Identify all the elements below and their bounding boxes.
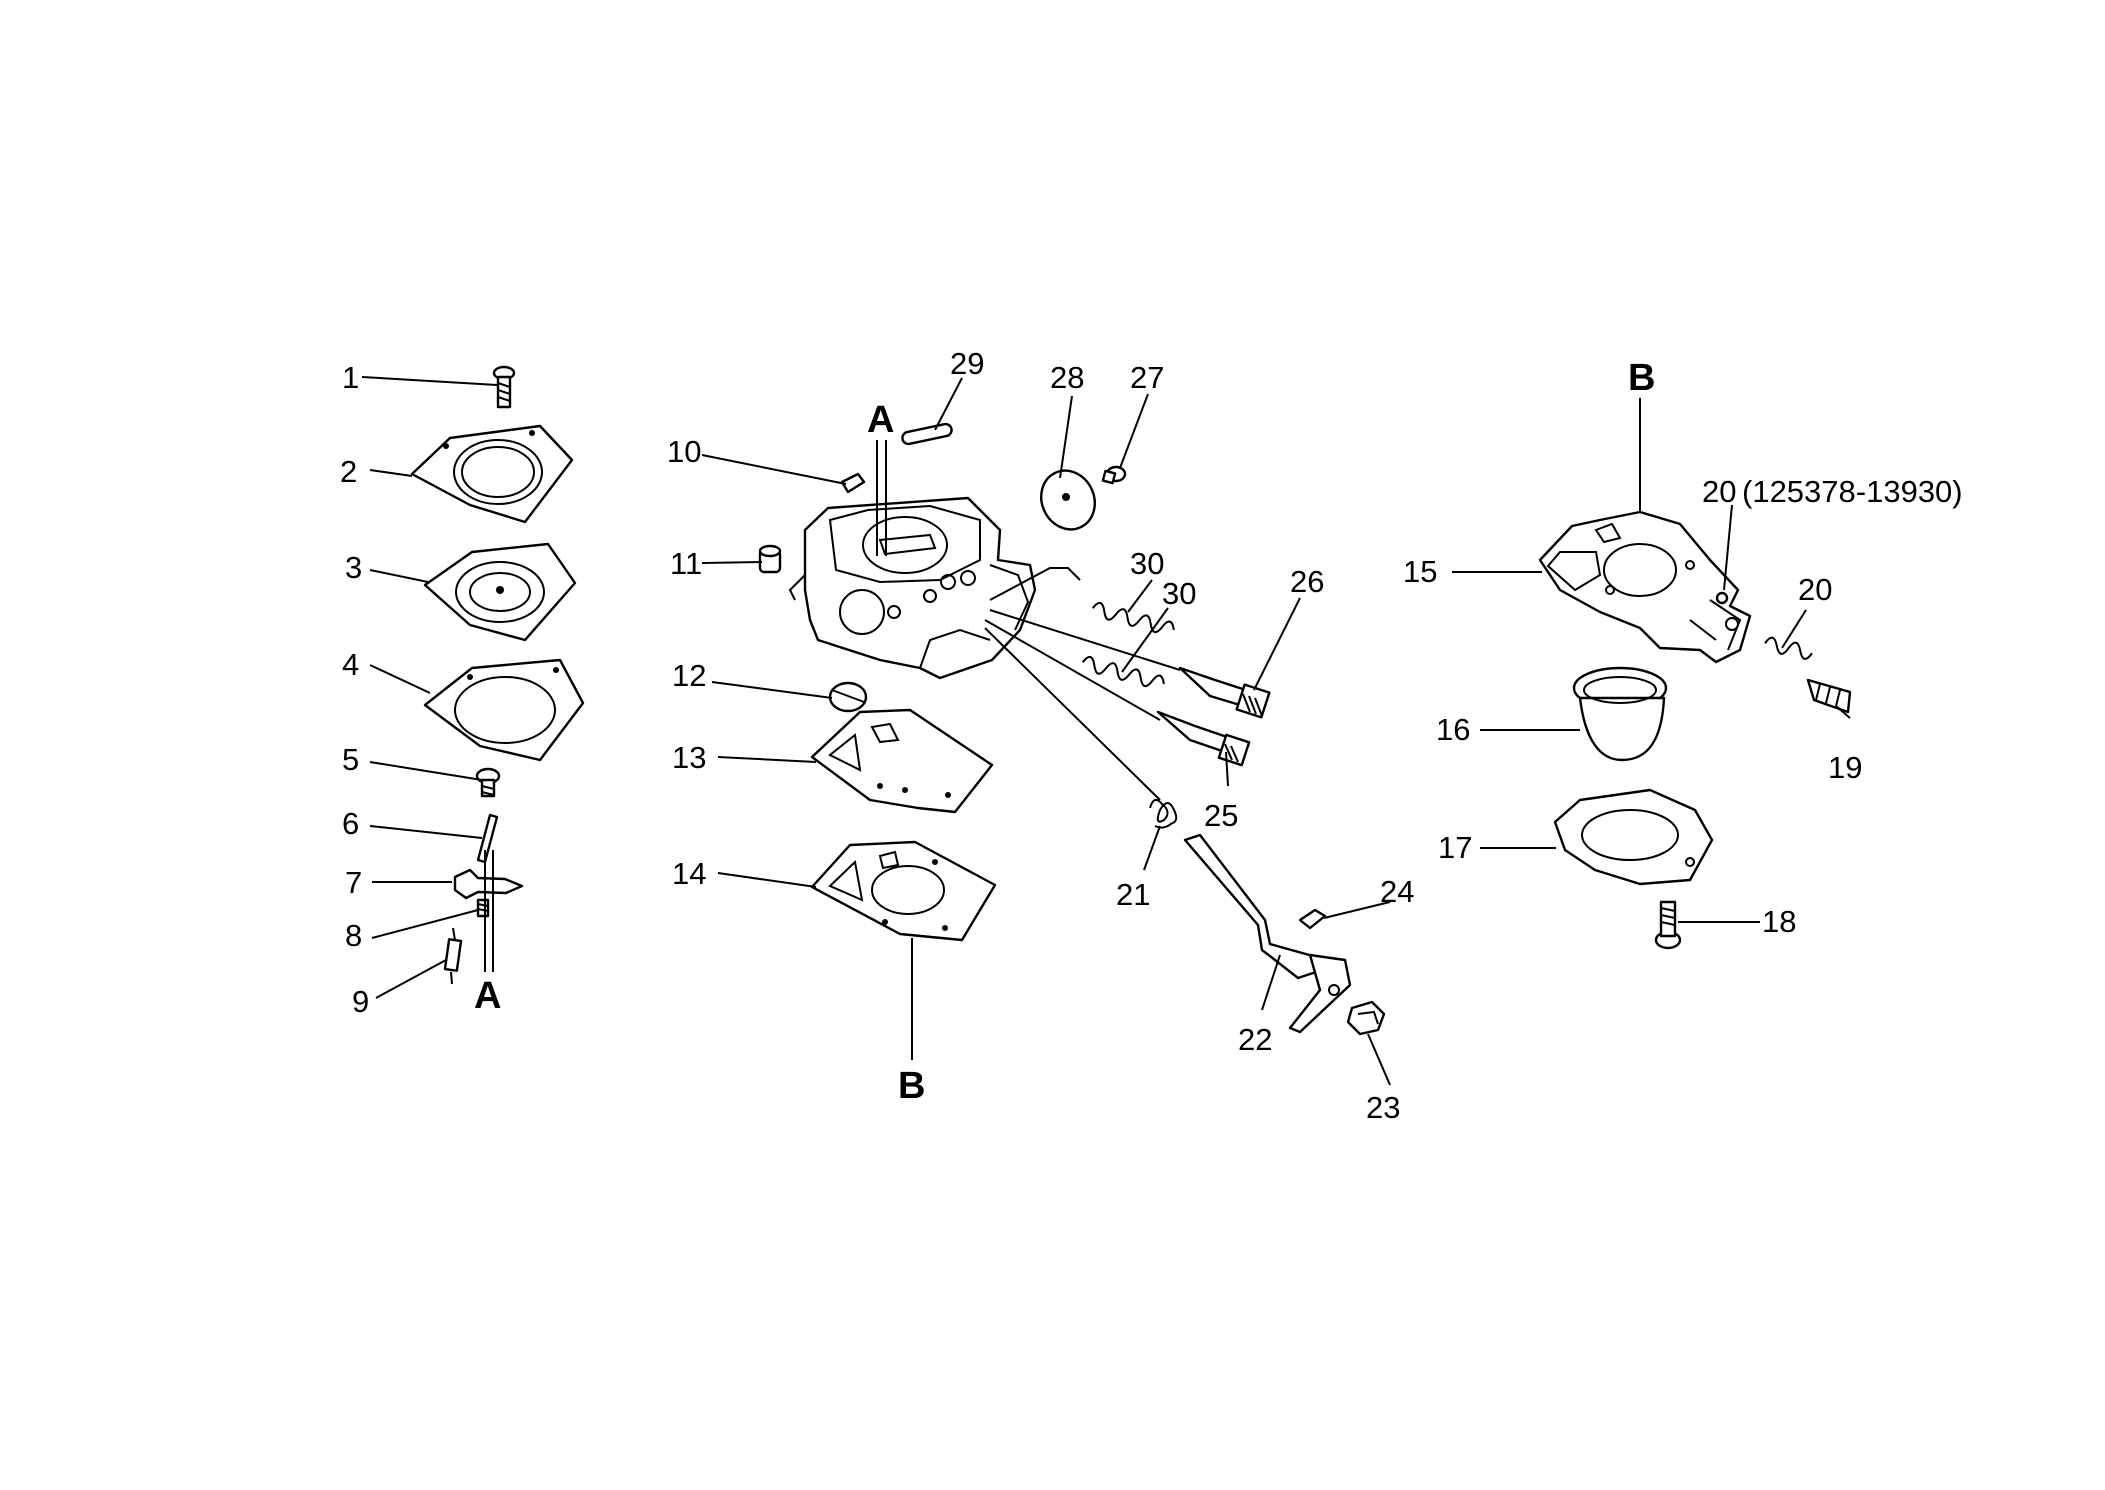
callout-1: 1	[342, 360, 359, 395]
axis-line-lower	[984, 619, 1161, 721]
callout-14: 14	[672, 856, 706, 891]
part-19-screw	[1806, 678, 1852, 714]
callout-15: 15	[1403, 554, 1437, 589]
part-30-spring-lower	[1081, 655, 1165, 688]
part-20-spring	[1764, 636, 1813, 660]
part-17-retainer	[1553, 788, 1714, 886]
callout-4: 4	[342, 647, 359, 682]
callout-7: 7	[345, 865, 362, 900]
callout-2: 2	[340, 454, 357, 489]
part-18-screw	[1654, 900, 1682, 950]
callout-24: 24	[1380, 874, 1414, 909]
callout-21: 21	[1116, 877, 1150, 912]
reference-b-gasket: B	[898, 1065, 925, 1107]
reference-line-a-left	[484, 850, 494, 972]
callout-27: 27	[1130, 360, 1164, 395]
callout-13: 13	[672, 740, 706, 775]
callout-labels: 1 2 3 4 5 6 7 8 9 10 11 12 13 14 15 16 1…	[340, 346, 1963, 1125]
reference-a-body: A	[867, 399, 894, 441]
callout-28: 28	[1050, 360, 1084, 395]
callout-11: 11	[670, 546, 702, 581]
callout-17: 17	[1438, 830, 1472, 865]
callout-22: 22	[1238, 1022, 1272, 1057]
part-25-needle	[1156, 710, 1251, 767]
reference-letters: A A B B	[474, 357, 1655, 1107]
part-7-metering-lever	[453, 868, 524, 900]
part-13-gasket	[810, 708, 994, 814]
callout-12: 12	[672, 658, 706, 693]
part-1-screw	[492, 365, 516, 409]
part-27-screw	[1101, 465, 1127, 485]
part-26-needle	[1178, 666, 1271, 719]
part-10-clip	[840, 472, 866, 494]
callout-20-spring: 20	[1798, 572, 1832, 607]
callout-3: 3	[345, 550, 362, 585]
callout-19: 19	[1828, 750, 1862, 785]
carburetor-body	[788, 496, 1037, 680]
callout-20-top: 20	[1702, 474, 1736, 509]
part-11-plug	[758, 544, 782, 574]
callout-9: 9	[352, 984, 369, 1019]
part-22-throttle-shaft	[1183, 833, 1352, 1034]
part-30-spring-upper	[1091, 601, 1175, 634]
part-23-nut	[1346, 1000, 1386, 1036]
part-8-spring	[476, 898, 490, 918]
callout-30-upper: 30	[1130, 546, 1164, 581]
part-5-screw	[475, 767, 501, 798]
axis-line-upper	[989, 567, 1181, 671]
callout-10: 10	[667, 434, 701, 469]
callout-29: 29	[950, 346, 984, 381]
part-20-ball	[1715, 591, 1729, 605]
callout-6: 6	[342, 806, 359, 841]
part-15-pump-body	[1538, 510, 1752, 664]
part-29-pin	[901, 422, 953, 446]
callout-18: 18	[1762, 904, 1796, 939]
part-14-gasket	[810, 840, 997, 942]
part-12-cap	[828, 681, 868, 713]
callout-8: 8	[345, 918, 362, 953]
callout-5: 5	[342, 742, 359, 777]
callout-30-lower: 30	[1162, 576, 1196, 611]
part-24-clip	[1298, 908, 1327, 930]
part-28-disc	[1040, 469, 1096, 531]
part-9-needle-valve	[443, 927, 463, 985]
reference-a-left: A	[474, 975, 501, 1017]
callout-23: 23	[1366, 1090, 1400, 1125]
part-3-metering-diaphragm	[423, 542, 577, 642]
reference-b-pump: B	[1628, 357, 1655, 399]
part-2-diaphragm-cover	[410, 424, 574, 524]
reference-line-a-body	[876, 440, 887, 556]
leader-lines	[361, 376, 1851, 1086]
part-21-spring	[1149, 798, 1178, 829]
part-16-primer-bulb	[1572, 666, 1668, 762]
part-6-pin	[476, 813, 499, 864]
part-4-gasket	[423, 658, 585, 762]
callout-16: 16	[1436, 712, 1470, 747]
axis-line-throttle	[984, 627, 1161, 801]
callout-26: 26	[1290, 564, 1324, 599]
part-number-note: (125378-13930)	[1742, 474, 1963, 509]
callout-25: 25	[1204, 798, 1238, 833]
